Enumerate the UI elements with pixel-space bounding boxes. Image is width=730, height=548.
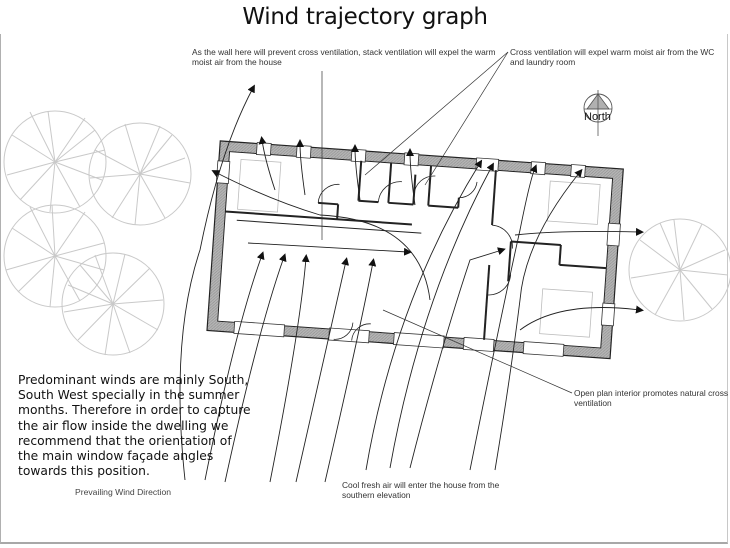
wind-trajectories xyxy=(179,84,644,483)
tree-icon xyxy=(3,110,107,214)
tree-icon xyxy=(88,122,192,226)
tree-icon xyxy=(628,218,730,322)
tree-icon xyxy=(3,204,107,308)
prevailing-wind-label: Prevailing Wind Direction xyxy=(75,487,171,497)
tree-icon xyxy=(61,252,165,356)
leader-lines xyxy=(321,51,573,394)
cool-air-note: Cool fresh air will enter the house from… xyxy=(342,480,500,500)
page-title: Wind trajectory graph xyxy=(242,4,488,30)
north-arrow-icon xyxy=(583,90,613,136)
open-plan-note: Open plan interior promotes natural cros… xyxy=(574,388,729,408)
building-outline xyxy=(206,140,624,360)
wind-description-paragraph: Predominant winds are mainly South, Sout… xyxy=(18,373,251,479)
cross-ventilation-note: Cross ventilation will expel warm moist … xyxy=(510,47,715,67)
north-label: North xyxy=(584,111,611,123)
stack-ventilation-note: As the wall here will prevent cross vent… xyxy=(192,47,496,67)
